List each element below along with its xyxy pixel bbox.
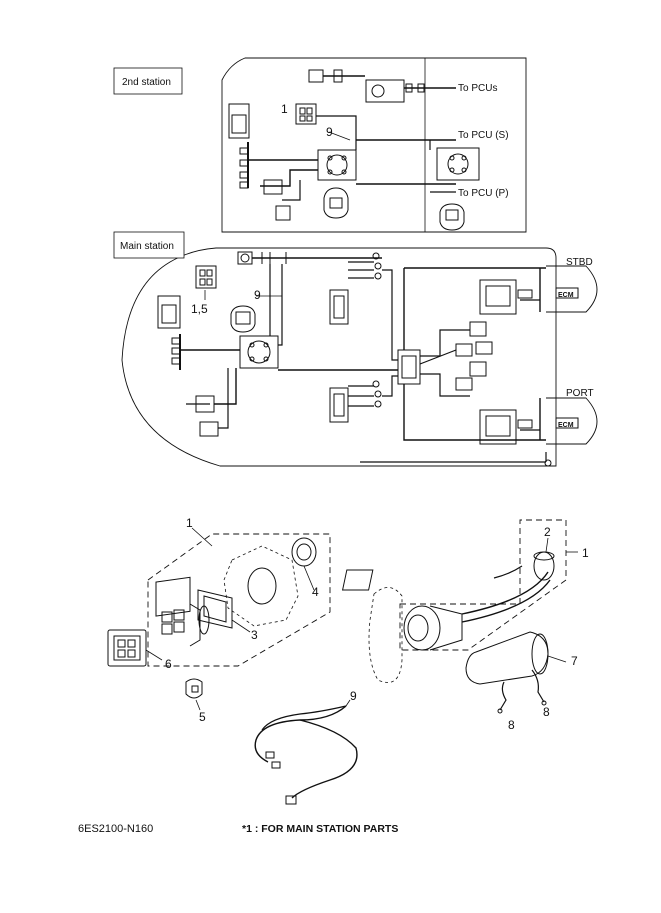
- to-pcu-s-label: To PCU (S): [458, 130, 509, 141]
- parts-group-right: [399, 519, 567, 651]
- to-pcus-label: To PCUs: [458, 83, 497, 94]
- second-station-label: 2nd station: [122, 77, 171, 88]
- port-label: PORT: [566, 388, 594, 399]
- part-number-8b: 8: [543, 705, 550, 719]
- diagram-code: 6ES2100-N160: [78, 823, 154, 835]
- to-pcu-p-label: To PCU (P): [458, 188, 509, 199]
- part-number-7: 7: [571, 654, 578, 668]
- part-number-2: 2: [544, 525, 551, 539]
- main-station-label-box: [113, 231, 185, 259]
- part-number-1-left: 1: [186, 516, 193, 530]
- callout-9-main: 9: [254, 288, 261, 302]
- part-number-4: 4: [312, 585, 319, 599]
- parts-group-left: [147, 533, 331, 667]
- part-number-3: 3: [251, 628, 258, 642]
- part-number-6: 6: [165, 657, 172, 671]
- stbd-label: STBD: [566, 257, 593, 268]
- part-number-8a: 8: [508, 718, 515, 732]
- callout-1-top: 1: [281, 102, 288, 116]
- ecm-stbd-label: ECM: [558, 292, 574, 299]
- callout-15-main: 1,5: [191, 302, 208, 316]
- ecm-port-label: ECM: [558, 422, 574, 429]
- part-number-9: 9: [350, 689, 357, 703]
- main-station-outline: [121, 247, 557, 467]
- second-station-label-box: [113, 67, 183, 95]
- footnote: *1 : FOR MAIN STATION PARTS: [242, 823, 399, 835]
- part-number-5: 5: [199, 710, 206, 724]
- part-number-1-right: 1: [582, 546, 589, 560]
- main-station-label: Main station: [120, 241, 174, 252]
- callout-9-top: 9: [326, 125, 333, 139]
